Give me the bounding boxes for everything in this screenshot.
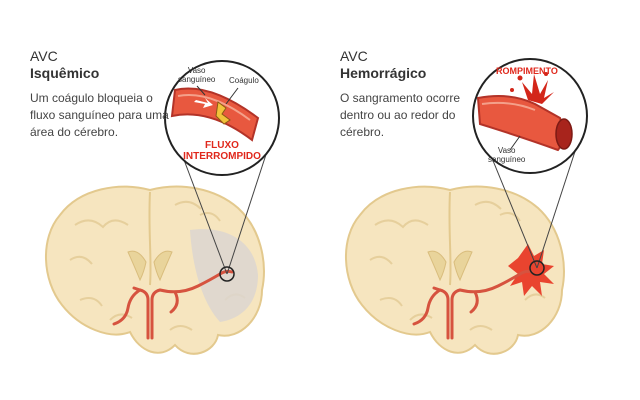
hemorrhagic-description: O sangramento ocorre dentro ou ao redor … <box>340 91 461 139</box>
ischemic-caption: AVC Isquêmico Um coágulo bloqueia o flux… <box>30 48 170 141</box>
hemorrhagic-caption: AVC Hemorrágico O sangramento ocorre den… <box>340 48 480 141</box>
hemorrhagic-vessel-label: Vaso sanguíneo <box>488 146 526 164</box>
cerebral-arteries <box>112 269 234 340</box>
ischemic-title-line1: AVC <box>30 48 58 64</box>
ischemic-title-line2: Isquêmico <box>30 65 100 81</box>
hemorrhagic-panel: AVC Hemorrágico O sangramento ocorre den… <box>320 0 640 400</box>
hemorrhagic-rupture-label: ROMPIMENTO <box>496 66 558 76</box>
brain-coronal-section <box>44 185 265 355</box>
occlusion-marker <box>219 266 235 282</box>
cerebral-arteries <box>412 269 534 340</box>
rupture-marker <box>529 260 545 276</box>
ischemic-callout <box>164 60 280 176</box>
hemorrhagic-title-line1: AVC <box>340 48 368 64</box>
brain-coronal-section <box>344 185 565 355</box>
ischemic-vessel-label: Vaso sanguíneo <box>178 66 216 84</box>
ischemic-description: Um coágulo bloqueia o fluxo sanguíneo pa… <box>30 91 169 139</box>
ischemic-clot-label: Coágulo <box>229 76 259 85</box>
hemorrhagic-callout <box>472 58 588 174</box>
hemorrhagic-title-line2: Hemorrágico <box>340 65 427 81</box>
ischemic-panel: AVC Isquêmico Um coágulo bloqueia o flux… <box>30 48 280 355</box>
ischemic-flow-label: FLUXO INTERROMPIDO <box>183 140 261 162</box>
ischemic-illustration <box>44 60 280 355</box>
hemorrhagic-illustration <box>344 58 588 355</box>
